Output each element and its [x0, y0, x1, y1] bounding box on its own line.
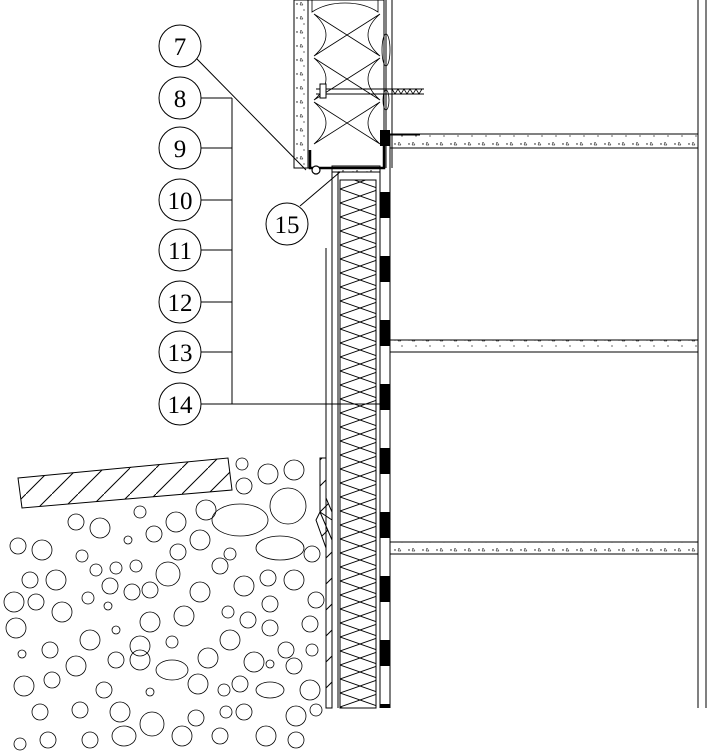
callout-14: 14	[158, 382, 202, 426]
svg-text:8: 8	[174, 86, 187, 113]
callout-9: 9	[158, 126, 202, 170]
svg-text:12: 12	[168, 290, 193, 317]
callout-7: 7	[158, 24, 202, 68]
svg-text:10: 10	[168, 188, 193, 215]
callout-15: 15	[265, 202, 309, 246]
floor-slabs	[331, 0, 707, 708]
callout-11: 11	[158, 228, 202, 272]
callout-10: 10	[158, 178, 202, 222]
upper-wall-panel	[293, 0, 424, 175]
svg-text:13: 13	[168, 340, 193, 367]
basement-wall	[315, 148, 391, 709]
svg-text:7: 7	[174, 34, 187, 61]
callout-13: 13	[158, 330, 202, 374]
callout-12: 12	[158, 280, 202, 324]
anchor-bolt	[316, 83, 424, 99]
svg-text:15: 15	[275, 212, 300, 239]
leader-lines	[195, 57, 380, 405]
svg-text:11: 11	[168, 238, 192, 265]
callout-8: 8	[158, 76, 202, 120]
gravel-backfill	[3, 457, 325, 751]
svg-text:9: 9	[174, 136, 187, 163]
svg-text:14: 14	[168, 392, 194, 419]
